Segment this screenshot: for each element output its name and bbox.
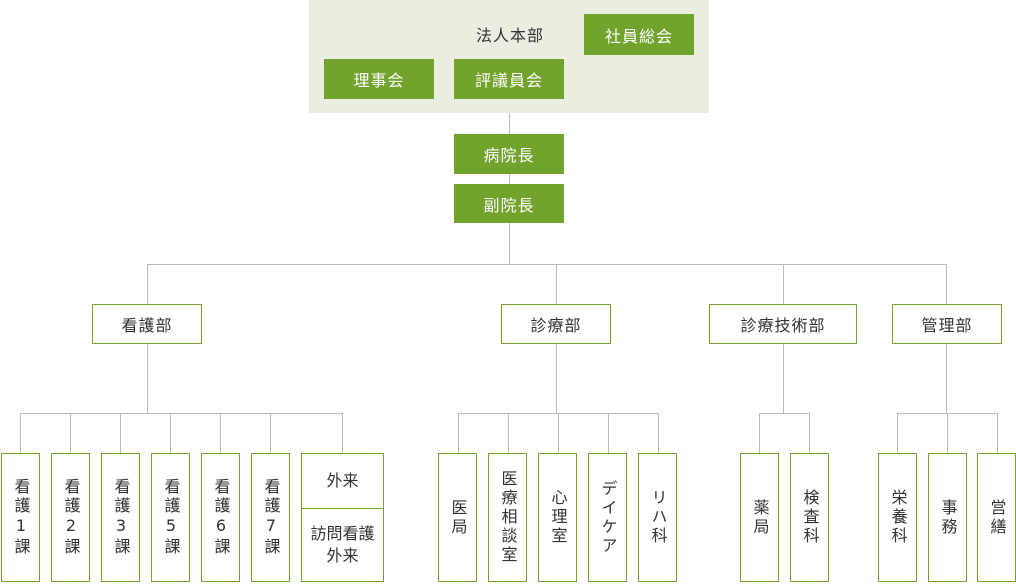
dept-technical-box: 診療技術部 bbox=[709, 304, 857, 344]
board-box: 理事会 bbox=[324, 59, 434, 99]
dept-medical-box: 診療部 bbox=[501, 304, 611, 344]
unit-label: リハ科 bbox=[648, 489, 668, 546]
unit-box: 看護1課 bbox=[1, 453, 40, 582]
unit-label: 看護7課 bbox=[261, 478, 281, 557]
unit-label: 心理室 bbox=[548, 489, 568, 546]
unit-label: 営繕 bbox=[987, 498, 1007, 537]
unit-box: 心理室 bbox=[538, 453, 577, 582]
hq-label: 法人本部 bbox=[475, 26, 544, 45]
outpatient-line: 外来 bbox=[326, 545, 359, 565]
unit-box: 看護5課 bbox=[151, 453, 190, 582]
council-box: 評議員会 bbox=[454, 59, 564, 99]
unit-box: 看護7課 bbox=[251, 453, 290, 582]
unit-box: デイケア bbox=[588, 453, 627, 582]
unit-box: 営繕 bbox=[977, 453, 1016, 582]
unit-label: デイケア bbox=[598, 479, 618, 556]
unit-box: 看護2課 bbox=[51, 453, 90, 582]
unit-box: 医療相談室 bbox=[488, 453, 527, 582]
outpatient-label: 外来 bbox=[302, 454, 383, 509]
outpatient-box: 外来 訪問看護 外来 bbox=[301, 453, 384, 582]
unit-box: 事務 bbox=[928, 453, 967, 582]
unit-label: 検査科 bbox=[800, 489, 820, 546]
unit-label: 看護2課 bbox=[61, 478, 81, 557]
unit-label: 看護6課 bbox=[211, 478, 231, 557]
dept-nursing-box: 看護部 bbox=[92, 304, 202, 344]
director-box: 病院長 bbox=[454, 134, 564, 174]
home-nursing-line: 訪問看護 bbox=[310, 523, 375, 543]
unit-label: 薬局 bbox=[750, 498, 770, 537]
unit-label: 栄養科 bbox=[888, 489, 908, 546]
unit-box: 医局 bbox=[438, 453, 477, 582]
unit-box: 看護6課 bbox=[201, 453, 240, 582]
unit-box: 看護3課 bbox=[101, 453, 140, 582]
unit-label: 看護1課 bbox=[11, 478, 31, 557]
unit-label: 医療相談室 bbox=[498, 470, 518, 565]
unit-label: 看護5課 bbox=[161, 478, 181, 557]
unit-box: リハ科 bbox=[638, 453, 677, 582]
unit-box: 検査科 bbox=[790, 453, 829, 582]
vice-director-box: 副院長 bbox=[454, 184, 564, 223]
dept-admin-box: 管理部 bbox=[892, 304, 1002, 344]
general-meeting-box: 社員総会 bbox=[584, 14, 694, 55]
unit-box: 薬局 bbox=[740, 453, 779, 582]
unit-label: 医局 bbox=[448, 498, 468, 537]
unit-label: 看護3課 bbox=[111, 478, 131, 557]
unit-label: 事務 bbox=[938, 498, 958, 537]
unit-box: 栄養科 bbox=[878, 453, 917, 582]
home-nursing-outpatient-label: 訪問看護 外来 bbox=[302, 508, 383, 581]
